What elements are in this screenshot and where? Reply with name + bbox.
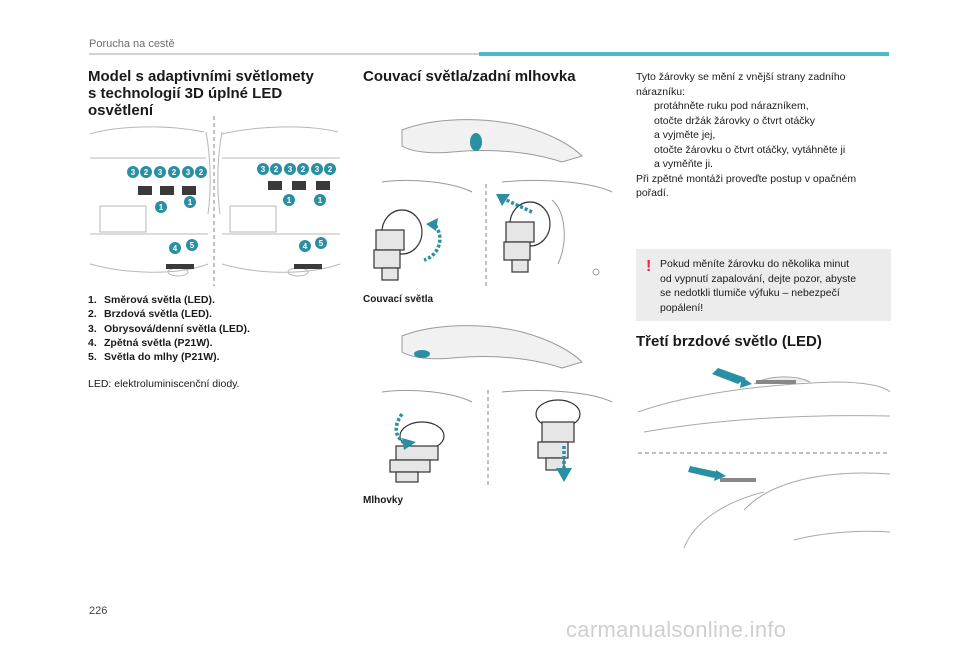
reverse-light-diagram (373, 119, 613, 286)
marker-3: 3 (154, 166, 166, 178)
marker-2: 2 (168, 166, 180, 178)
marker-2: 2 (270, 163, 282, 175)
marker-5: 5 (315, 237, 327, 249)
legend-item: 5.Světla do mlhy (P21W). (88, 351, 220, 364)
step-item: protáhněte ruku pod nárazníkem, (636, 99, 892, 114)
section-title-adaptive-lights: Model s adaptivními světlomety s technol… (88, 68, 348, 119)
marker-3: 3 (311, 163, 323, 175)
step-item-continuation: a vyjměte jej, (654, 129, 716, 141)
step-item: otočte žárovku o čtvrt otáčky, vytáhněte… (636, 143, 892, 158)
legend-item: 2.Brzdová světla (LED). (88, 308, 212, 321)
step-item: otočte držák žárovky o čtvrt otáčky (636, 114, 892, 129)
svg-text:3: 3 (315, 165, 320, 174)
header-rule (89, 53, 479, 55)
page-number: 226 (89, 605, 108, 617)
svg-text:1: 1 (159, 203, 164, 212)
marker-1: 1 (314, 194, 326, 206)
svg-text:5: 5 (319, 239, 324, 248)
svg-text:2: 2 (301, 165, 306, 174)
watermark: carmanualsonline.info (566, 617, 787, 642)
section-title-third-brake-light: Třetí brzdové světlo (LED) (636, 333, 822, 350)
svg-text:3: 3 (288, 165, 293, 174)
svg-text:2: 2 (144, 168, 149, 177)
caption-fog-lights: Mlhovky (363, 495, 404, 506)
svg-text:1: 1 (318, 196, 323, 205)
svg-text:2: 2 (172, 168, 177, 177)
bulb-legend: 1.Směrová světla (LED). 2.Brzdová světla… (88, 293, 250, 364)
marker-4: 4 (169, 242, 181, 254)
step-bullet-icon (636, 99, 654, 114)
marker-1: 1 (184, 196, 196, 208)
marker-3: 3 (182, 166, 194, 178)
section-title-reverse-fog: Couvací světla/zadní mlhovka (363, 68, 576, 85)
svg-text:5: 5 (190, 241, 195, 250)
legend-item: 3.Obrysová/denní světla (LED). (88, 322, 250, 335)
warning-box: ! Pokud měníte žárovku do několika minut… (636, 249, 891, 321)
marker-2: 2 (297, 163, 309, 175)
caption-reverse-lights: Couvací světla (363, 294, 434, 305)
marker-3: 3 (257, 163, 269, 175)
intro-text: Tyto žárovky se mění z vnější strany zad… (636, 71, 846, 98)
replacement-instructions: Tyto žárovky se mění z vnější strany zad… (636, 70, 892, 201)
rear-lights-diagram: 3 2 3 2 3 2 1 1 4 5 3 2 3 2 3 2 1 1 4 5 (89, 116, 341, 286)
section-header: Porucha na cestě (89, 38, 175, 50)
svg-text:2: 2 (328, 165, 333, 174)
legend-item: 1.Směrová světla (LED). (88, 294, 215, 306)
title-line: osvětlení (88, 102, 154, 119)
svg-text:1: 1 (287, 196, 292, 205)
marker-3: 3 (284, 163, 296, 175)
marker-3: 3 (127, 166, 139, 178)
svg-text:4: 4 (303, 242, 308, 251)
marker-2: 2 (195, 166, 207, 178)
marker-5: 5 (186, 239, 198, 251)
legend-item: 4.Zpětná světla (P21W). (88, 336, 213, 349)
svg-text:3: 3 (158, 168, 163, 177)
svg-text:3: 3 (131, 168, 136, 177)
svg-text:3: 3 (261, 165, 266, 174)
svg-text:3: 3 (186, 168, 191, 177)
marker-2: 2 (324, 163, 336, 175)
step-bullet-icon (636, 143, 654, 158)
warning-text: Pokud měníte žárovku do několika minut o… (660, 258, 857, 314)
step-bullet-icon (636, 114, 654, 129)
marker-1: 1 (155, 201, 167, 213)
svg-text:2: 2 (199, 168, 204, 177)
header-accent-bar (479, 52, 889, 56)
marker-2: 2 (140, 166, 152, 178)
marker-1: 1 (283, 194, 295, 206)
warning-icon: ! (646, 258, 652, 275)
third-brake-light-diagram (637, 368, 891, 549)
outro-text: Při zpětné montáži proveďte postup v opa… (636, 172, 857, 200)
svg-text:2: 2 (274, 165, 279, 174)
step-item-continuation: a vyměňte ji. (654, 158, 713, 170)
marker-4: 4 (299, 240, 311, 252)
title-line: s technologií 3D úplné LED (88, 85, 283, 102)
led-footnote: LED: elektroluminiscenční diody. (88, 378, 240, 390)
svg-text:4: 4 (173, 244, 178, 253)
svg-text:1: 1 (188, 198, 193, 207)
fog-light-diagram (381, 325, 613, 488)
title-line: Model s adaptivními světlomety (88, 68, 314, 85)
